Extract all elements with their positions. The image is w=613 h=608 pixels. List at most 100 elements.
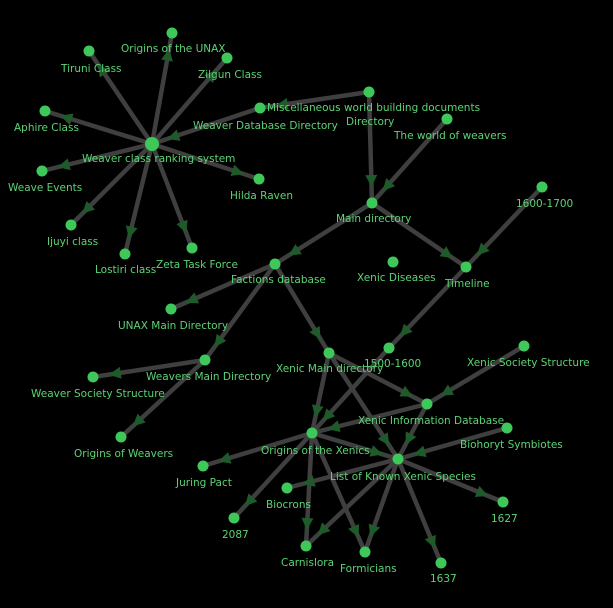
label-biohoryt-symbiotes[interactable]: Biohoryt Symbiotes <box>460 439 563 451</box>
node-weaver-database-directory[interactable] <box>254 102 266 114</box>
arrowhead-the-world-of-weavers-to-main-directory <box>382 178 396 192</box>
label-zilgun-class[interactable]: Zilgun Class <box>198 69 262 81</box>
label-juring-pact[interactable]: Juring Pact <box>175 477 232 489</box>
arrowhead-1600-1700-to-timeline <box>477 242 490 256</box>
label-main-directory[interactable]: Main directory <box>336 213 411 225</box>
label-formicians[interactable]: Formicians <box>340 563 397 575</box>
node-origins-of-weavers[interactable] <box>115 431 127 443</box>
node-factions-database[interactable] <box>269 258 281 270</box>
node-hilda-raven[interactable] <box>253 173 265 185</box>
arrowhead-origins-of-the-xenics-to-juring-pact <box>218 452 232 464</box>
label-lostiri-class[interactable]: Lostiri class <box>95 264 156 276</box>
node-biocrons[interactable] <box>281 482 293 494</box>
label-1600-1700[interactable]: 1600-1700 <box>516 198 573 210</box>
edge-xenic-information-database-to-list-of-known-xenic-species <box>395 401 430 462</box>
node-weave-events[interactable] <box>36 165 48 177</box>
node-weavers-main-directory[interactable] <box>199 354 211 366</box>
arrowhead-main-directory-to-timeline <box>439 246 453 258</box>
label-weaver-class-ranking-system[interactable]: Weaver class ranking system <box>82 153 235 165</box>
arrowhead-origins-of-the-xenics-to-formicians <box>348 523 360 538</box>
label-the-world-of-weavers[interactable]: The world of weavers <box>393 130 507 142</box>
arrowhead-factions-database-to-xenic-main-directory <box>309 325 321 340</box>
arrowhead-list-of-known-xenic-species-to-biocrons <box>302 475 316 487</box>
node-2087[interactable] <box>228 512 240 524</box>
arrowhead-weaver-database-directory-to-weaver-class-ranking-system <box>167 129 181 141</box>
arrowhead-misc-world-building-to-main-directory <box>365 174 378 188</box>
node-origins-of-the-xenics[interactable] <box>306 427 318 439</box>
label-origins-of-the-xenics[interactable]: Origins of the Xenics <box>261 445 370 457</box>
arrowhead-weaver-class-ranking-system-to-lostiri-class <box>125 225 138 239</box>
arrowhead-timeline-to-1500-1600 <box>400 323 413 337</box>
arrowhead-weaver-class-ranking-system-to-ijuyi-class <box>82 200 96 214</box>
label-1627[interactable]: 1627 <box>491 513 518 525</box>
node-zilgun-class[interactable] <box>221 52 233 64</box>
node-zeta-task-force[interactable] <box>186 242 198 254</box>
node-weaver-society-structure[interactable] <box>87 371 99 383</box>
label-origins-of-weavers[interactable]: Origins of Weavers <box>74 448 173 460</box>
label-weavers-main-directory[interactable]: Weavers Main Directory <box>146 371 271 383</box>
node-ijuyi-class[interactable] <box>65 219 77 231</box>
node-1500-1600[interactable] <box>383 342 395 354</box>
label-list-of-known-xenic-species[interactable]: List of Known Xenic Species <box>330 471 476 483</box>
node-xenic-information-database[interactable] <box>421 398 433 410</box>
label-biocrons[interactable]: Biocrons <box>266 499 311 511</box>
node-main-directory[interactable] <box>366 197 378 209</box>
node-tiruni-class[interactable] <box>83 45 95 57</box>
label-xenic-information-database[interactable]: Xenic Information Database <box>358 415 504 427</box>
node-timeline[interactable] <box>460 261 472 273</box>
arrowhead-origins-of-the-xenics-to-carnislora <box>301 517 314 531</box>
node-aphire-class[interactable] <box>39 105 51 117</box>
label-timeline[interactable]: Timeline <box>444 278 490 290</box>
label-ijuyi-class[interactable]: Ijuyi class <box>47 236 98 248</box>
arrowhead-xenic-main-directory-to-origins-of-the-xenics <box>311 404 324 418</box>
label-2087[interactable]: 2087 <box>222 529 249 541</box>
node-weaver-class-ranking-system[interactable] <box>145 137 159 151</box>
label-weaver-database-directory[interactable]: Weaver Database Directory <box>193 120 338 132</box>
label-1500-1600[interactable]: 1500-1600 <box>364 358 421 370</box>
node-the-world-of-weavers[interactable] <box>441 113 453 125</box>
node-carnislora[interactable] <box>300 540 312 552</box>
arrowhead-weaver-class-ranking-system-to-weave-events <box>57 158 71 171</box>
arrowhead-weaver-class-ranking-system-to-tiruni-class <box>97 64 110 78</box>
arrowhead-xenic-main-directory-to-xenic-information-database <box>399 385 413 397</box>
label-zeta-task-force[interactable]: Zeta Task Force <box>156 259 238 271</box>
node-lostiri-class[interactable] <box>119 248 131 260</box>
label-xenic-diseases[interactable]: Xenic Diseases <box>357 272 436 284</box>
node-misc-world-building[interactable] <box>363 86 375 98</box>
arrowhead-origins-of-the-xenics-to-2087 <box>244 493 258 507</box>
arrowhead-factions-database-to-weavers-main-directory <box>214 333 227 348</box>
label-tiruni-class[interactable]: Tiruni Class <box>60 63 122 75</box>
arrowhead-xenic-main-directory-to-list-of-known-xenic-species <box>377 432 390 446</box>
nodes-layer <box>36 27 548 569</box>
node-xenic-main-directory[interactable] <box>323 347 335 359</box>
node-1637[interactable] <box>435 557 447 569</box>
node-xenic-diseases[interactable] <box>387 256 399 268</box>
label-origins-of-the-unax[interactable]: Origins of the UNAX <box>121 43 226 55</box>
label-hilda-raven[interactable]: Hilda Raven <box>230 190 293 202</box>
node-xenic-society-structure[interactable] <box>518 340 530 352</box>
node-biohoryt-symbiotes[interactable] <box>501 422 513 434</box>
label-aphire-class[interactable]: Aphire Class <box>14 122 79 134</box>
node-juring-pact[interactable] <box>197 460 209 472</box>
arrowhead-main-directory-to-factions-database <box>288 244 302 256</box>
label-unax-main-directory[interactable]: UNAX Main Directory <box>118 320 228 332</box>
label-factions-database[interactable]: Factions database <box>231 274 326 286</box>
node-1600-1700[interactable] <box>536 181 548 193</box>
node-unax-main-directory[interactable] <box>165 303 177 315</box>
arrowhead-list-of-known-xenic-species-to-1627 <box>474 485 489 497</box>
node-list-of-known-xenic-species[interactable] <box>392 453 404 465</box>
label-1637[interactable]: 1637 <box>430 573 457 585</box>
label-carnislora[interactable]: Carnislora <box>281 557 334 569</box>
label-weave-events[interactable]: Weave Events <box>8 182 82 194</box>
arrowhead-xenic-society-structure-to-xenic-information-database <box>440 384 455 396</box>
node-1627[interactable] <box>497 496 509 508</box>
label-xenic-society-structure[interactable]: Xenic Society Structure <box>467 357 590 369</box>
edge-origins-of-the-xenics-to-list-of-known-xenic-species <box>309 430 401 462</box>
node-origins-of-the-unax[interactable] <box>166 27 178 39</box>
label-weaver-society-structure[interactable]: Weaver Society Structure <box>31 388 165 400</box>
label-xenic-main-directory[interactable]: Xenic Main directory <box>276 363 383 375</box>
arrowhead-xenic-information-database-to-origins-of-the-xenics <box>327 420 341 432</box>
node-formicians[interactable] <box>359 546 371 558</box>
